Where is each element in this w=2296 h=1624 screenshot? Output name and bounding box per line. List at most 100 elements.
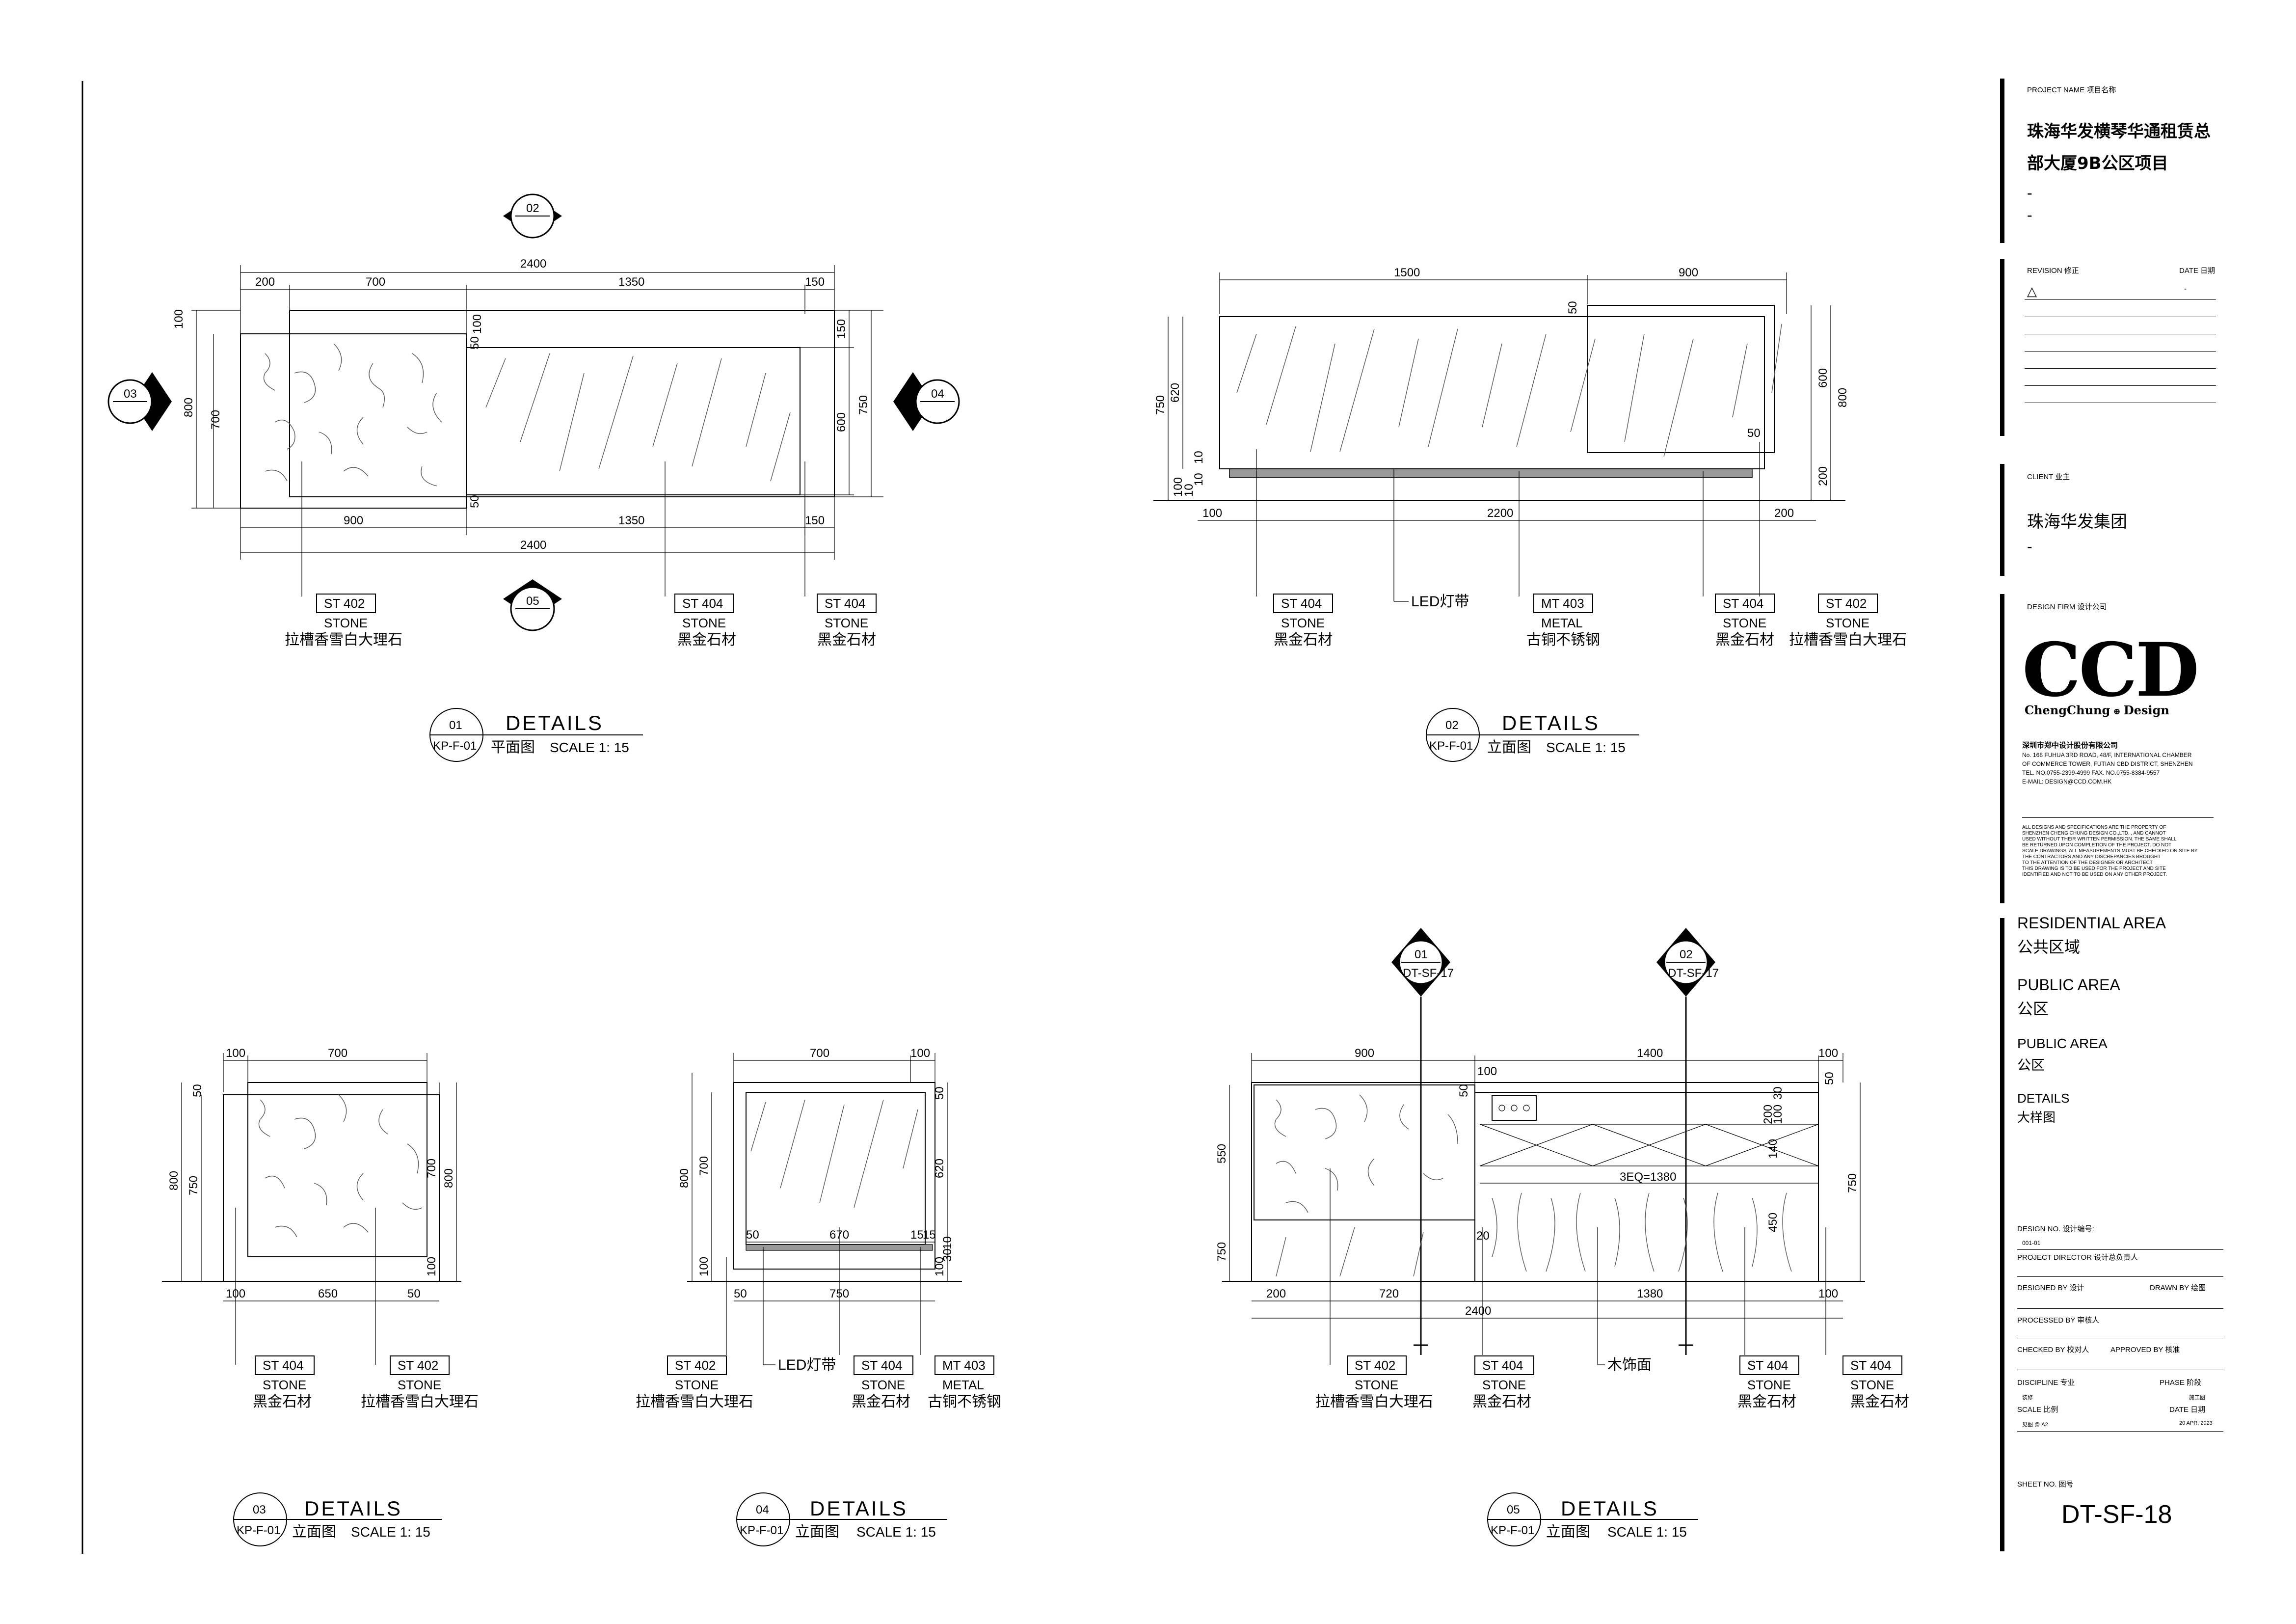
d2-dim-1500: 1500 <box>1394 266 1420 279</box>
area2-en: PUBLIC AREA <box>2017 976 2120 994</box>
svg-text:STONE: STONE <box>398 1378 441 1392</box>
svg-text:ST 402: ST 402 <box>398 1358 438 1373</box>
section-mark-05[interactable]: 05 <box>503 579 562 631</box>
client-name: 珠海华发集团 <box>2027 512 2127 532</box>
discipline-label: DISCIPLINE 专业 <box>2017 1379 2075 1387</box>
d5-dim-3eq: 3EQ=1380 <box>1620 1170 1676 1184</box>
d5-dim-750-right: 750 <box>1846 1173 1859 1193</box>
d1-dim-600-right: 600 <box>835 412 848 432</box>
svg-text:STONE: STONE <box>1723 616 1766 630</box>
revision-date-value: - <box>2184 285 2187 293</box>
area3-en: PUBLIC AREA <box>2017 1036 2108 1051</box>
d1-dim-1350-bottom: 1350 <box>618 514 644 527</box>
detail-03-elevation: 100 700 50 800 750 700 800 100 100 650 5… <box>162 1047 479 1546</box>
d3-title: 03 KP-F-01 DETAILS 立面图 SCALE 1: 15 <box>233 1492 442 1546</box>
d2-dim-900: 900 <box>1679 266 1698 279</box>
d2-dim-620: 620 <box>1169 383 1182 403</box>
svg-text:STONE: STONE <box>324 616 368 630</box>
svg-text:ST 404: ST 404 <box>825 596 865 611</box>
d2-dim-200-bottom: 200 <box>1774 507 1794 520</box>
svg-text:05: 05 <box>1507 1503 1520 1516</box>
tb-bar-revision <box>2000 259 2004 436</box>
phase-value: 施工图 <box>2189 1395 2205 1401</box>
d2-tag-4: ST 402 STONE 拉槽香雪白大理石 <box>1789 594 1907 648</box>
d5-tag-1: ST 402 STONE 拉槽香雪白大理石 <box>1315 1355 1433 1410</box>
svg-text:黑金石材: 黑金石材 <box>677 632 736 648</box>
d1-dim-100-inner: 100 <box>471 314 484 334</box>
d4-dim-50-right: 50 <box>933 1086 946 1100</box>
phase-label: PHASE 阶段 <box>2160 1379 2202 1387</box>
design-no-value: 001-01 <box>2022 1240 2041 1246</box>
checked-by-label: CHECKED BY 校对人 <box>2017 1346 2089 1354</box>
svg-text:黑金石材: 黑金石材 <box>852 1394 910 1410</box>
svg-text:KP-F-01: KP-F-01 <box>1491 1524 1534 1537</box>
svg-text:METAL: METAL <box>1541 616 1583 630</box>
svg-text:DETAILS: DETAILS <box>506 711 604 734</box>
d2-tag-3: ST 404 STONE 黑金石材 <box>1715 594 1775 648</box>
svg-text:STONE: STONE <box>1747 1378 1791 1392</box>
d5-dim-30: 30 <box>1771 1086 1785 1100</box>
svg-text:04: 04 <box>756 1503 769 1516</box>
d5-dim-900: 900 <box>1355 1047 1374 1060</box>
svg-text:ST 402: ST 402 <box>1355 1358 1395 1373</box>
svg-text:拉槽香雪白大理石: 拉槽香雪白大理石 <box>636 1394 753 1410</box>
svg-text:黑金石材: 黑金石材 <box>1850 1394 1909 1410</box>
d2-dim-750: 750 <box>1154 395 1167 415</box>
svg-text:黑金石材: 黑金石材 <box>1472 1394 1531 1410</box>
d5-tag-3: ST 404 STONE 黑金石材 <box>1737 1355 1799 1410</box>
ccd-logo: CCD <box>2022 627 2199 713</box>
svg-text:01: 01 <box>1415 948 1428 961</box>
d4-dim-700-top: 700 <box>810 1047 829 1060</box>
area1-en: RESIDENTIAL AREA <box>2017 914 2166 932</box>
d4-tag-1: ST 402 STONE 拉槽香雪白大理石 <box>636 1355 753 1410</box>
svg-text:ST 402: ST 402 <box>324 596 365 611</box>
callout-02[interactable]: 02 DT-SF-17 <box>1656 928 1719 997</box>
section-mark-03-label: 03 <box>124 387 137 401</box>
client-label: CLIENT 业主 <box>2027 473 2070 481</box>
svg-text:古铜不锈钢: 古铜不锈钢 <box>1526 632 1600 648</box>
d2-tag-2: MT 403 METAL 古铜不锈钢 <box>1526 594 1600 648</box>
d2-dim-50-top: 50 <box>1566 301 1579 314</box>
project-name-line1: 珠海华发横琴华通租赁总 <box>2027 122 2211 141</box>
svg-text:ST 404: ST 404 <box>682 596 723 611</box>
section-mark-04[interactable]: 04 <box>893 372 960 431</box>
svg-text:ST 404: ST 404 <box>263 1358 303 1373</box>
d3-dim-700-top: 700 <box>328 1047 347 1060</box>
callout-01[interactable]: 01 DT-SF-17 <box>1391 928 1454 997</box>
client-dash: - <box>2027 538 2032 555</box>
firm-tel: TEL. NO.0755-2399-4999 FAX. NO.0755-8384… <box>2022 769 2160 776</box>
d2-title: 02 KP-F-01 DETAILS 立面图 SCALE 1: 15 <box>1426 708 1639 762</box>
d5-dim-50-inner: 50 <box>1457 1084 1470 1097</box>
detail-01-plan: 2400 200 700 1350 150 100 800 700 100 50… <box>107 193 960 762</box>
section-mark-03[interactable]: 03 <box>107 372 172 431</box>
svg-text:立面图: 立面图 <box>1546 1524 1590 1540</box>
revision-date-label: DATE 日期 <box>2179 267 2216 275</box>
d4-dim-50-bottom: 50 <box>734 1287 747 1300</box>
svg-text:02: 02 <box>1445 719 1459 732</box>
svg-text:拉槽香雪白大理石: 拉槽香雪白大理石 <box>1315 1394 1433 1410</box>
d5-dim-50-right: 50 <box>1823 1072 1836 1085</box>
svg-text:KP-F-01: KP-F-01 <box>1429 739 1473 753</box>
d4-dim-700-left: 700 <box>697 1156 711 1176</box>
d5-tag-4: ST 404 STONE 黑金石材 <box>1842 1355 1909 1410</box>
d4-led-label: LED灯带 <box>778 1357 836 1373</box>
d1-dim-100-left: 100 <box>172 309 186 329</box>
d3-dim-50-left: 50 <box>191 1084 204 1097</box>
d1-dim-700-left: 700 <box>209 410 222 430</box>
section-mark-02[interactable]: 02 <box>503 193 562 239</box>
svg-text:MT 403: MT 403 <box>942 1358 986 1373</box>
project-name-line2: 部大厦9B公区项目 <box>2027 154 2168 173</box>
svg-text:03: 03 <box>253 1503 266 1516</box>
svg-text:02: 02 <box>1680 948 1693 961</box>
ccd-logo-subtitle: ChengChung ⊕ Design <box>2025 703 2169 717</box>
d5-dim-200: 200 <box>1762 1105 1775 1124</box>
svg-text:MT 403: MT 403 <box>1541 596 1584 611</box>
details-en: DETAILS <box>2017 1091 2070 1106</box>
d5-dim-100-inner-b: 100 <box>1771 1105 1785 1124</box>
d2-dim-10c: 10 <box>1182 484 1196 497</box>
svg-text:拉槽香雪白大理石: 拉槽香雪白大理石 <box>285 632 402 648</box>
detail-05-elevation: 01 DT-SF-17 02 DT-SF-17 900 1400 100 <box>1215 928 1909 1546</box>
svg-text:黑金石材: 黑金石材 <box>1274 632 1333 648</box>
d1-dim-50-inner-b: 50 <box>468 495 481 508</box>
